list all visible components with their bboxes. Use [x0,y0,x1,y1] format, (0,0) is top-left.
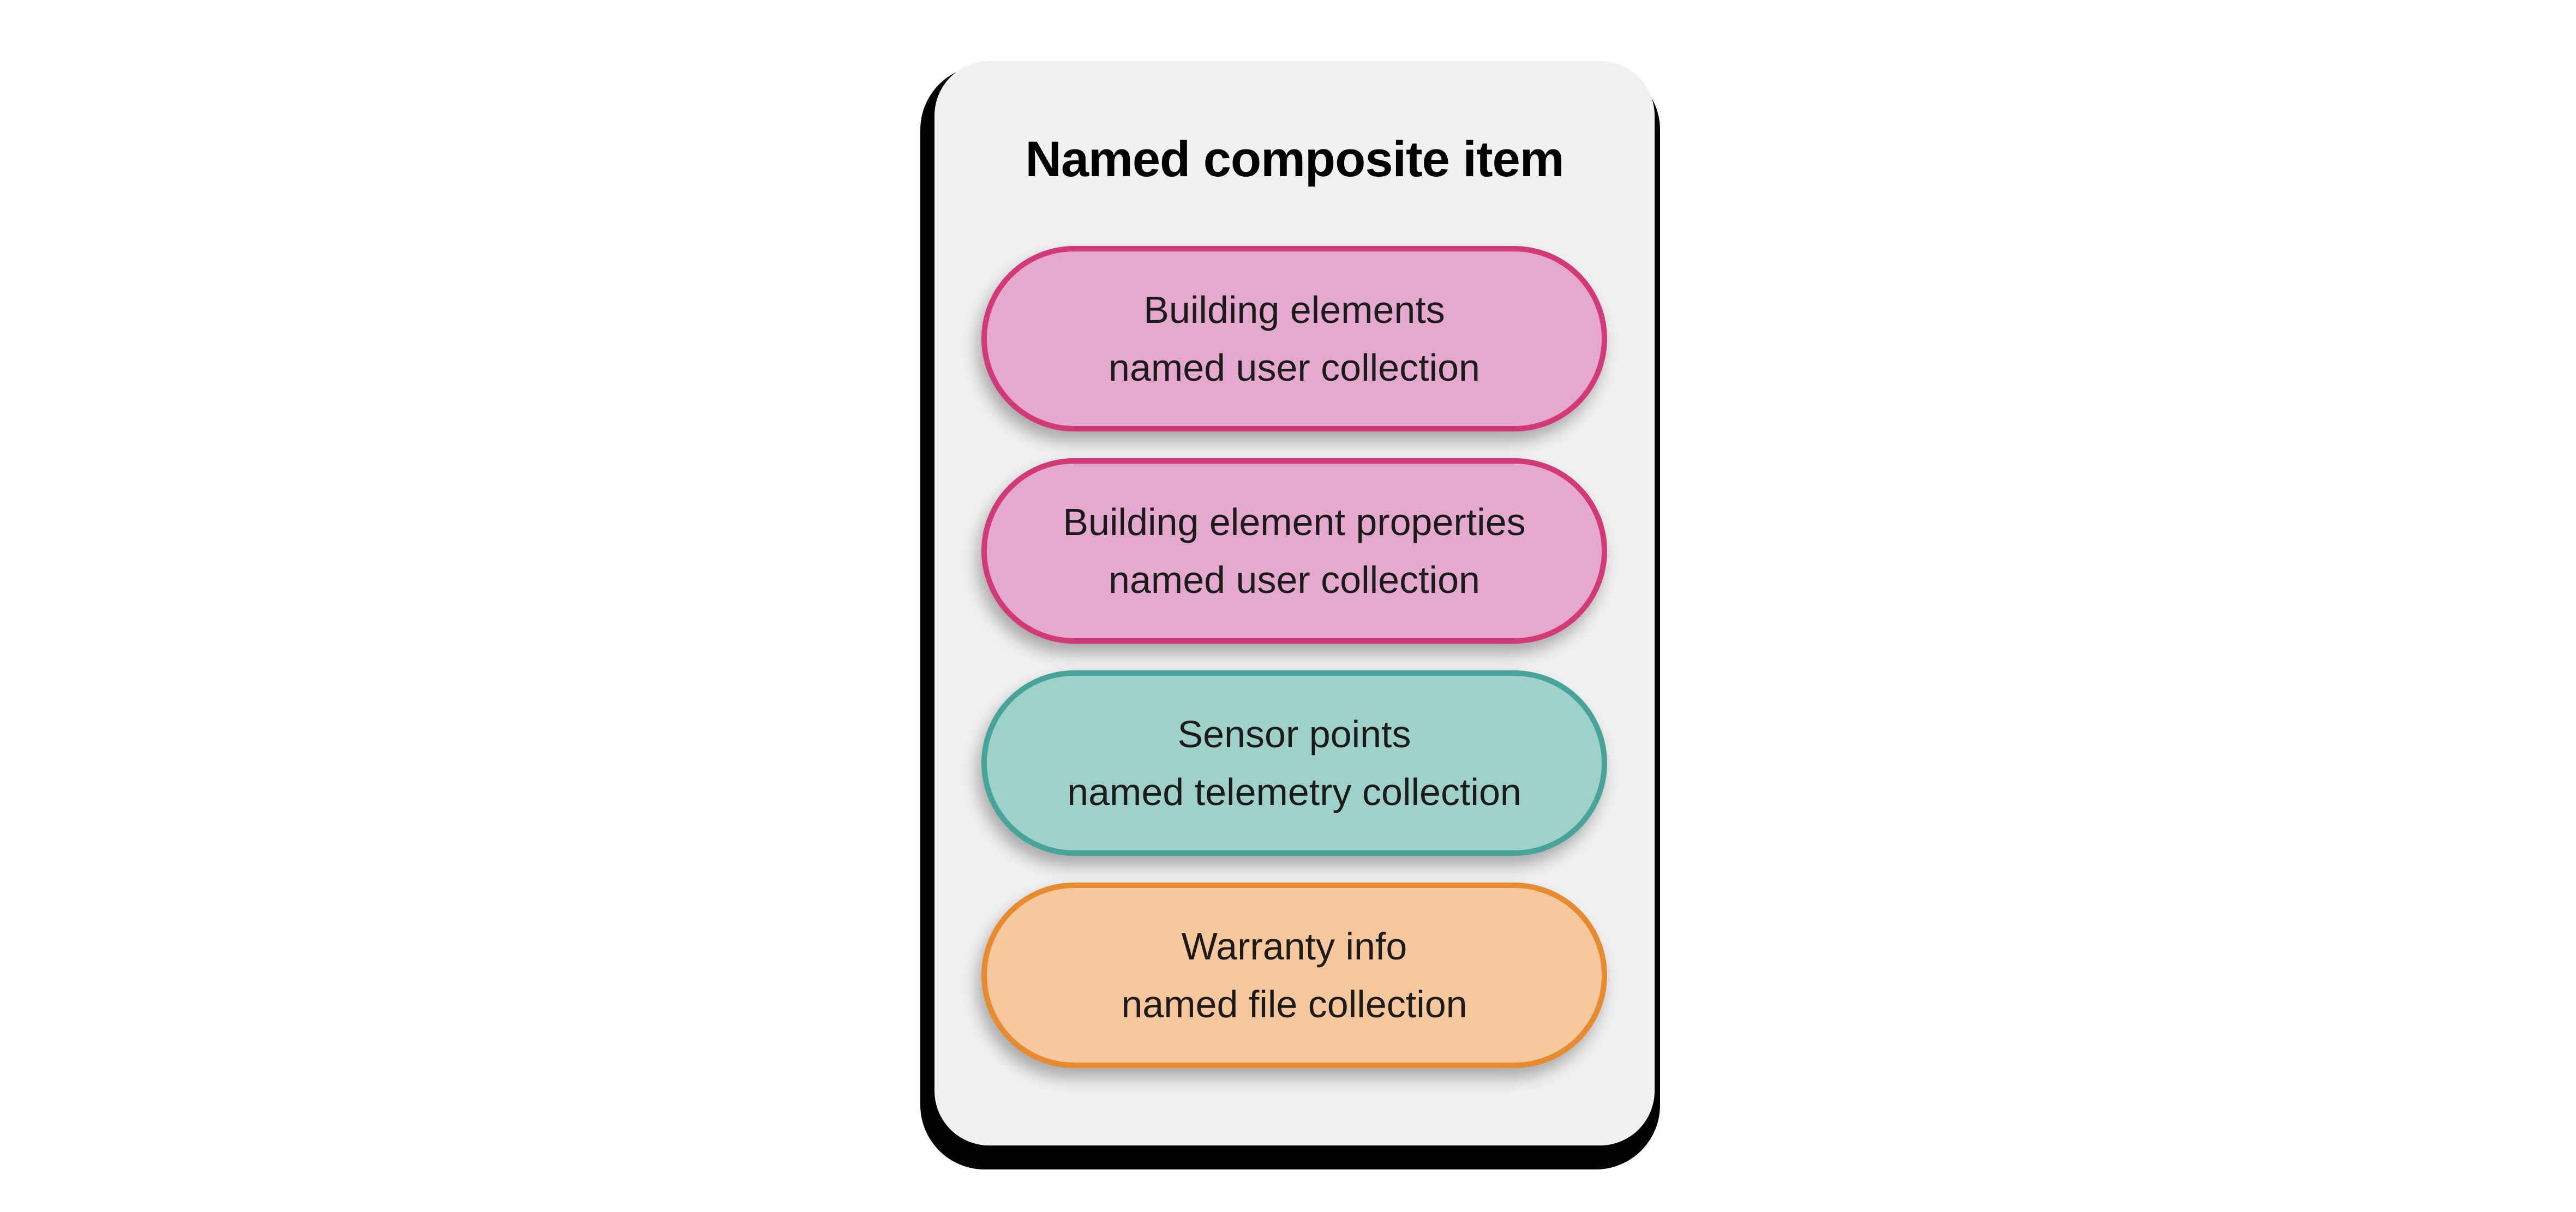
card-title: Named composite item [1025,131,1564,187]
pill-line-2: named file collection [1121,983,1467,1025]
pill-building-element-properties: Building element properties named user c… [981,458,1607,644]
pill-warranty-info: Warranty info named file collection [981,883,1607,1068]
pill-line-1: Sensor points [1177,713,1411,755]
pill-line-2: named user collection [1109,346,1480,389]
pill-line-2: named telemetry collection [1067,771,1521,813]
pill-stack: Building elements named user collection … [981,246,1607,1068]
pill-line-2: named user collection [1109,559,1480,601]
pill-sensor-points: Sensor points named telemetry collection [981,670,1607,856]
pill-line-1: Building elements [1143,289,1445,331]
pill-building-elements: Building elements named user collection [981,246,1607,431]
pill-line-1: Building element properties [1063,501,1526,543]
named-composite-item-card: Named composite item Building elements n… [934,61,1655,1145]
pill-line-1: Warranty info [1181,925,1407,968]
